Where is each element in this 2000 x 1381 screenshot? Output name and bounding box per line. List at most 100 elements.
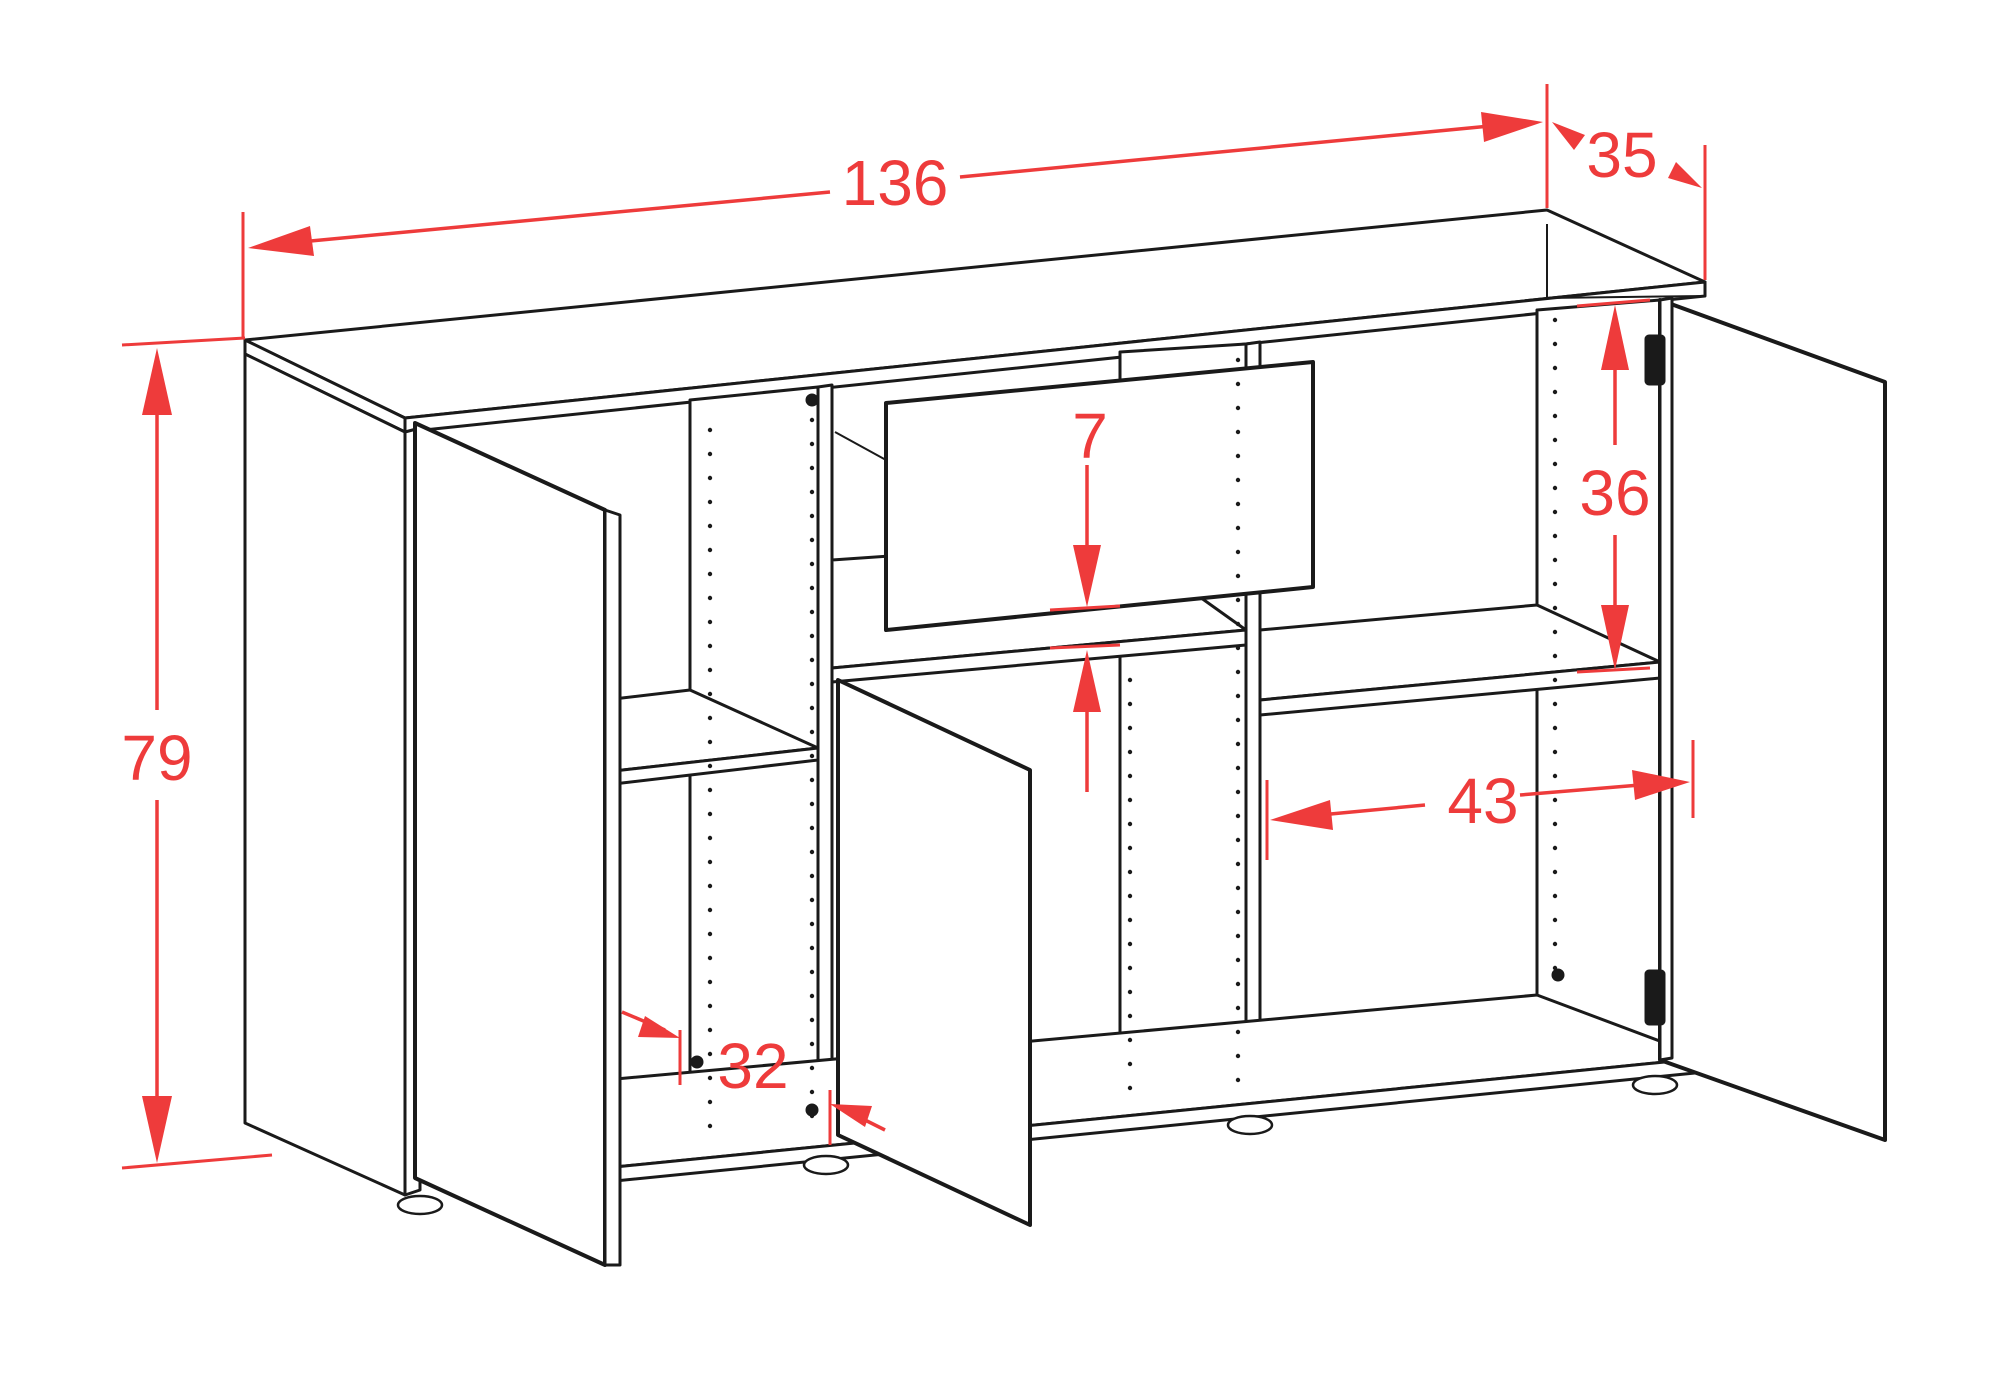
width-dimension-line-a	[299, 190, 831, 244]
shelf-pin-hole	[1235, 429, 1241, 435]
drawer-arrow-down-icon	[1073, 545, 1101, 607]
shelf-pin-hole	[1235, 381, 1241, 387]
shelf-pin-hole	[707, 475, 713, 481]
shelf-pin-hole	[1552, 365, 1558, 371]
shelf-pin-hole	[707, 955, 713, 961]
depth-label: 35	[1586, 119, 1657, 191]
shelf-pin-hole	[1235, 453, 1241, 459]
shelf-pin-hole	[1552, 317, 1558, 323]
compartment-width-line-left	[1319, 803, 1426, 817]
shelf-pin-hole	[1235, 669, 1241, 675]
shelf-pin-hole	[1552, 485, 1558, 491]
shelf-pin-hole	[1552, 437, 1558, 443]
shelf-pin-hole	[1235, 1053, 1241, 1059]
shelf-pin-hole	[1235, 693, 1241, 699]
foot-3	[1226, 1114, 1274, 1136]
height-arrow-top-icon	[142, 348, 172, 415]
shelf-pin-hole	[1127, 701, 1133, 707]
foot-4	[1631, 1074, 1679, 1096]
drawer-dim-extension-bottom	[1049, 643, 1121, 650]
shelf-pin-hole	[1127, 725, 1133, 731]
drawer-arrow-up-icon	[1073, 650, 1101, 712]
shelf-pin-hole	[1127, 797, 1133, 803]
shelf-pin-hole	[707, 859, 713, 865]
shelf-pin-hole	[1552, 413, 1558, 419]
shelf-pin-hole	[1235, 405, 1241, 411]
shelf-pin-hole	[809, 753, 815, 759]
shelf-pin-hole	[809, 1041, 815, 1047]
shelf-pin-hole	[707, 451, 713, 457]
foot-1	[396, 1194, 444, 1216]
shelf-pin-hole	[809, 633, 815, 639]
shelf-pin-hole	[707, 667, 713, 673]
shelf-pin-hole	[1552, 677, 1558, 683]
shelf-pin-hole	[809, 729, 815, 735]
shelf-pin-hole	[809, 465, 815, 471]
height-arrow-bottom-icon	[142, 1096, 172, 1163]
shelf-pin-hole	[809, 993, 815, 999]
shelf-pin-hole	[1235, 741, 1241, 747]
compartment-width-label: 43	[1447, 765, 1518, 837]
shelf-pin-hole	[707, 715, 713, 721]
shelf-pin-hole	[1127, 821, 1133, 827]
shelf-pin-hole	[1552, 389, 1558, 395]
shelf-pin-hole	[1235, 837, 1241, 843]
shelf-pin-hole	[1552, 701, 1558, 707]
shelf-pin-hole	[1235, 621, 1241, 627]
door-left	[413, 421, 607, 1267]
offset-arrow-right-icon	[830, 1104, 872, 1127]
shelf-pin-hole	[1127, 941, 1133, 947]
shelf-pin-hole	[707, 499, 713, 505]
compartment-height-label: 36	[1579, 457, 1650, 529]
shelf-pin-hole	[809, 897, 815, 903]
shelf-pin-hole	[1552, 869, 1558, 875]
shelf-pin-hole	[1127, 1061, 1133, 1067]
shelf-pin-hole	[1127, 773, 1133, 779]
shelf-pin-hole	[809, 873, 815, 879]
shelf-pin-hole	[809, 969, 815, 975]
shelf-pin-hole	[1552, 509, 1558, 515]
compartment-width-line-right	[1519, 783, 1641, 797]
shelf-pin-hole	[1552, 821, 1558, 827]
shelf-pin-hole	[809, 945, 815, 951]
shelf-pin-hole	[1552, 845, 1558, 851]
shelf-pin-hole	[707, 523, 713, 529]
shelf-pin-hole	[707, 1051, 713, 1057]
shelf-pin-hole	[809, 801, 815, 807]
shelf-pin-hole	[1552, 461, 1558, 467]
cabinet-back-edge	[1546, 224, 1706, 300]
shelf-pin-hole	[707, 427, 713, 433]
drawer-dim-extension-top	[1049, 604, 1121, 612]
shelf-pin-hole	[1235, 909, 1241, 915]
door-right-edge	[1658, 296, 1674, 1062]
width-dimension-line-b	[959, 124, 1491, 179]
shelf-pin-hole	[1552, 653, 1558, 659]
shelf-pin-hole	[1127, 845, 1133, 851]
height-label: 79	[121, 722, 192, 794]
shelf-pin-hole	[1552, 581, 1558, 587]
shelf-pin-hole	[1235, 885, 1241, 891]
divider-left	[816, 383, 834, 1154]
sideboard-cabinet	[243, 208, 1887, 1267]
shelf-pin-hole	[707, 643, 713, 649]
shelf-pin-hole	[1552, 797, 1558, 803]
shelf-pin-hole	[707, 619, 713, 625]
shelf-pin-hole	[1127, 989, 1133, 995]
compartment-width-arrow-left-icon	[1270, 800, 1333, 830]
compartment-arrow-up-icon	[1601, 305, 1629, 370]
shelf-pin-hole	[1235, 933, 1241, 939]
shelf-pin-hole	[809, 1065, 815, 1071]
shelf-pin-hole	[707, 691, 713, 697]
shelf-pin-hole	[1235, 717, 1241, 723]
shelf-pin-holes	[707, 317, 1558, 1129]
shelf-pin-hole	[707, 907, 713, 913]
screw-1	[805, 393, 819, 407]
panel-offset-label: 32	[717, 1030, 788, 1102]
drawer-height-label: 7	[1072, 400, 1108, 472]
shelf-pin-hole	[1552, 533, 1558, 539]
shelf-pin-hole	[1127, 1085, 1133, 1091]
shelf-pin-hole	[809, 609, 815, 615]
compartment-dim-extension-top	[1576, 298, 1651, 308]
shelf-pin-hole	[1127, 869, 1133, 875]
